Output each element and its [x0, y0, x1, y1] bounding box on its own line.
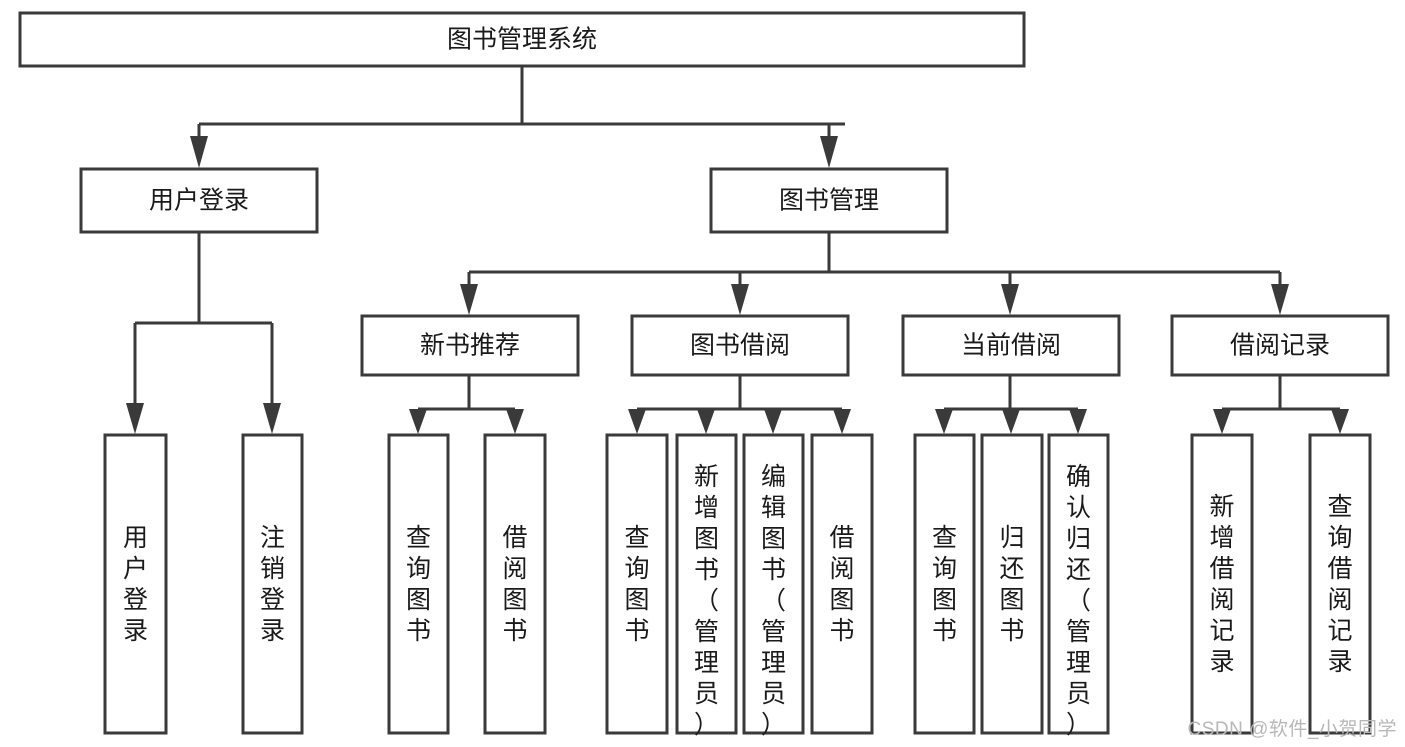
node-book-borrow[interactable]: 图书借阅: [630, 314, 850, 377]
leaf-node-layer: 用户登录 注销登录 查询图书 借阅图书 查询图书 新增图书（管理员） 编辑图书（管理员） 借阅…: [103, 433, 1372, 739]
node-user-login-label: 用户登录: [149, 187, 249, 215]
leaf-node-box: [675, 433, 738, 735]
leaf-node-注销登录[interactable]: 注销登录: [241, 433, 304, 735]
leaf-node-box: [980, 433, 1044, 735]
leaf-node-用户登录[interactable]: 用户登录: [103, 433, 168, 735]
arrow-icon-leaf-query-record: [1331, 409, 1349, 434]
leaf-node-box: [1190, 433, 1254, 735]
leaf-node-box: [241, 433, 304, 735]
leaf-node-查询图书[interactable]: 查询图书: [605, 433, 669, 735]
leaf-node-label: 查询图书: [932, 524, 957, 645]
leaf-node-label: 用户登录: [123, 524, 148, 645]
leaf-node-box: [103, 433, 168, 735]
node-current-borrow-box: [901, 314, 1121, 377]
leaf-node-label: 查询图书: [406, 524, 431, 645]
leaf-node-新增图书管理员[interactable]: 新增图书（管理员）: [675, 433, 738, 739]
arrow-icon-to-current-borrow: [1001, 284, 1019, 315]
arrow-icon-to-book-borrow: [731, 284, 749, 315]
leaf-node-label: 归还图书: [999, 524, 1024, 645]
leaf-node-label: 借阅图书: [829, 524, 854, 645]
node-root-system-label: 图书管理系统: [447, 26, 597, 54]
arrow-icon-leaf-edit-book: [764, 409, 782, 434]
node-new-book-recommend-label: 新书推荐: [420, 332, 520, 360]
leaf-node-box: [810, 433, 874, 735]
leaf-node-查询借阅记录[interactable]: 查询借阅记录: [1308, 433, 1372, 735]
leaf-node-label: 查询借阅记录: [1327, 493, 1352, 676]
node-book-borrow-label: 图书借阅: [690, 332, 790, 360]
leaf-node-新增借阅记录[interactable]: 新增借阅记录: [1190, 433, 1254, 735]
node-new-book-recommend-box: [360, 314, 580, 377]
node-book-borrow-box: [630, 314, 850, 377]
arrow-icon-leaf-borrow-book-b: [833, 409, 851, 434]
leaf-node-归还图书[interactable]: 归还图书: [980, 433, 1044, 735]
csdn-watermark: CSDN @软件_小贺同学: [1187, 719, 1397, 740]
arrow-icon-leaf-user-login: [126, 403, 144, 434]
connector-layer: [126, 66, 1349, 434]
leaf-node-box: [1047, 433, 1110, 735]
node-borrow-record-box: [1170, 314, 1390, 377]
arrow-icon-to-new-book-rec: [460, 284, 478, 315]
leaf-node-借阅图书[interactable]: 借阅图书: [483, 433, 547, 735]
node-book-management-box: [709, 167, 949, 234]
arrow-icon-to-user-login: [190, 136, 208, 168]
leaf-node-编辑图书管理员[interactable]: 编辑图书（管理员）: [742, 433, 805, 739]
arrow-icon-leaf-confirm-return: [1069, 409, 1087, 434]
leaf-node-label: 确认归还（管理员）: [1066, 463, 1091, 739]
arrow-icon-to-book-mgmt: [820, 136, 838, 168]
node-user-login-box: [79, 167, 319, 234]
leaf-node-box: [605, 433, 669, 735]
node-new-book-recommend[interactable]: 新书推荐: [360, 314, 580, 377]
leaf-node-查询图书[interactable]: 查询图书: [913, 433, 976, 735]
arrow-icon-to-borrow-record: [1271, 284, 1289, 315]
arrow-icon-leaf-borrow-book-a: [506, 409, 524, 434]
arrow-icon-leaf-return-book: [1002, 409, 1020, 434]
leaf-node-label: 新增借阅记录: [1209, 493, 1234, 676]
leaf-node-借阅图书[interactable]: 借阅图书: [810, 433, 874, 735]
leaf-node-box: [483, 433, 547, 735]
node-borrow-record-label: 借阅记录: [1230, 332, 1330, 360]
leaf-node-box: [742, 433, 805, 735]
node-current-borrow-label: 当前借阅: [961, 332, 1061, 360]
node-borrow-record[interactable]: 借阅记录: [1170, 314, 1390, 377]
leaf-node-查询图书[interactable]: 查询图书: [387, 433, 450, 735]
node-current-borrow[interactable]: 当前借阅: [901, 314, 1121, 377]
leaf-node-label: 借阅图书: [502, 524, 527, 645]
node-book-management[interactable]: 图书管理: [709, 167, 949, 234]
leaf-node-label: 编辑图书（管理员）: [761, 463, 786, 739]
leaf-node-box: [1308, 433, 1372, 735]
leaf-node-label: 查询图书: [624, 524, 649, 645]
node-root-system[interactable]: 图书管理系统: [18, 11, 1026, 68]
node-root-system-box: [18, 11, 1026, 68]
arrow-icon-leaf-add-book: [697, 409, 715, 434]
leaf-node-label: 新增图书（管理员）: [694, 463, 719, 739]
node-user-login[interactable]: 用户登录: [79, 167, 319, 234]
arrow-icon-leaf-add-record: [1213, 409, 1231, 434]
arrow-icon-leaf-logout: [263, 403, 281, 434]
leaf-node-label: 注销登录: [260, 524, 285, 645]
arrow-icon-leaf-query-book-c: [935, 409, 953, 434]
leaf-node-box: [913, 433, 976, 735]
arrow-icon-leaf-query-book-b: [628, 409, 646, 434]
leaf-node-确认归还管理员[interactable]: 确认归还（管理员）: [1047, 433, 1110, 739]
leaf-node-box: [387, 433, 450, 735]
node-book-management-label: 图书管理: [779, 187, 879, 215]
arrow-icon-leaf-query-book-a: [409, 409, 427, 434]
